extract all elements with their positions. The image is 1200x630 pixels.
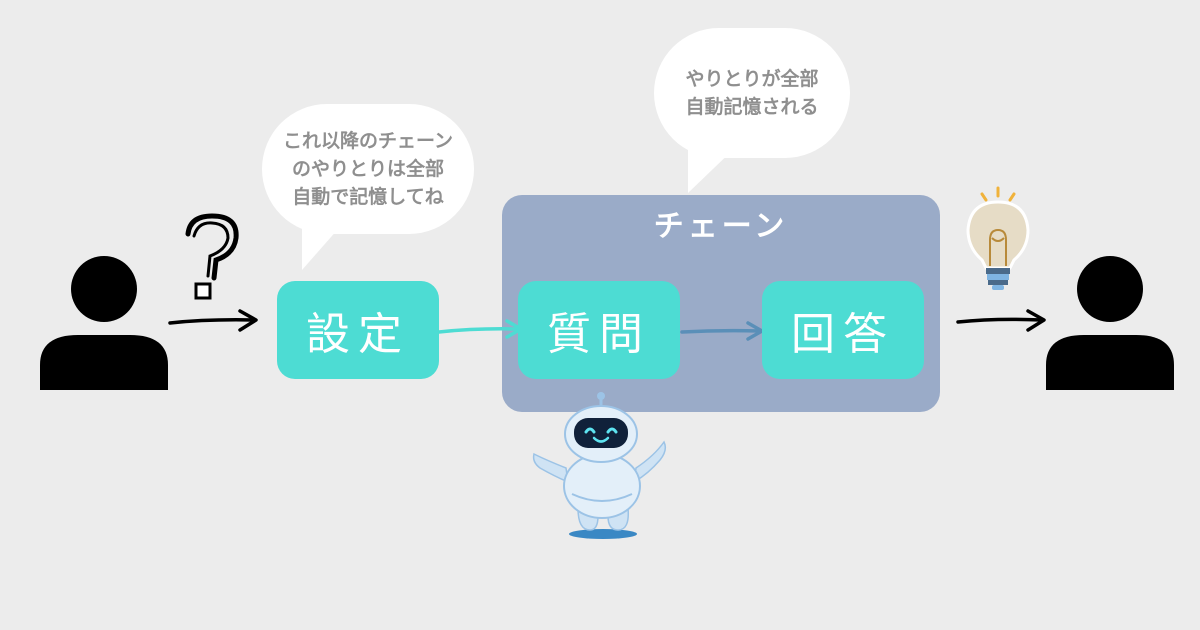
bubble-tail (302, 220, 346, 270)
arrow-question-to-answer (680, 321, 764, 341)
arrow-user-to-settings (168, 309, 258, 332)
bubble-line: 自動記憶される (685, 96, 819, 118)
robot-icon (532, 392, 667, 539)
bubble-line: のやりとりは全部 (291, 158, 444, 180)
bubble-line: やりとりが全部 (685, 68, 819, 90)
arrow-settings-to-question (437, 319, 523, 339)
step-settings-label: 設定 (306, 309, 410, 360)
step-question: 質問 (518, 281, 680, 379)
speech-bubble-settings: これ以降のチェーン のやりとりは全部 自動で記憶してね (262, 104, 474, 234)
bubble-line: これ以降のチェーン (282, 130, 454, 152)
user-icon (40, 256, 168, 390)
step-answer-label: 回答 (791, 309, 895, 360)
step-settings: 設定 (277, 281, 439, 379)
arrow-answer-to-user (956, 309, 1046, 332)
user-icon (1046, 256, 1174, 390)
bubble-line: 自動で記憶してね (292, 186, 444, 208)
bubble-tail (688, 145, 738, 193)
step-question-label: 質問 (547, 309, 651, 360)
step-answer: 回答 (762, 281, 924, 379)
question-mark-icon (185, 213, 239, 300)
speech-bubble-chain: やりとりが全部 自動記憶される (654, 28, 850, 158)
chain-title: チェーン (653, 209, 789, 244)
lightbulb-icon (966, 186, 1030, 290)
